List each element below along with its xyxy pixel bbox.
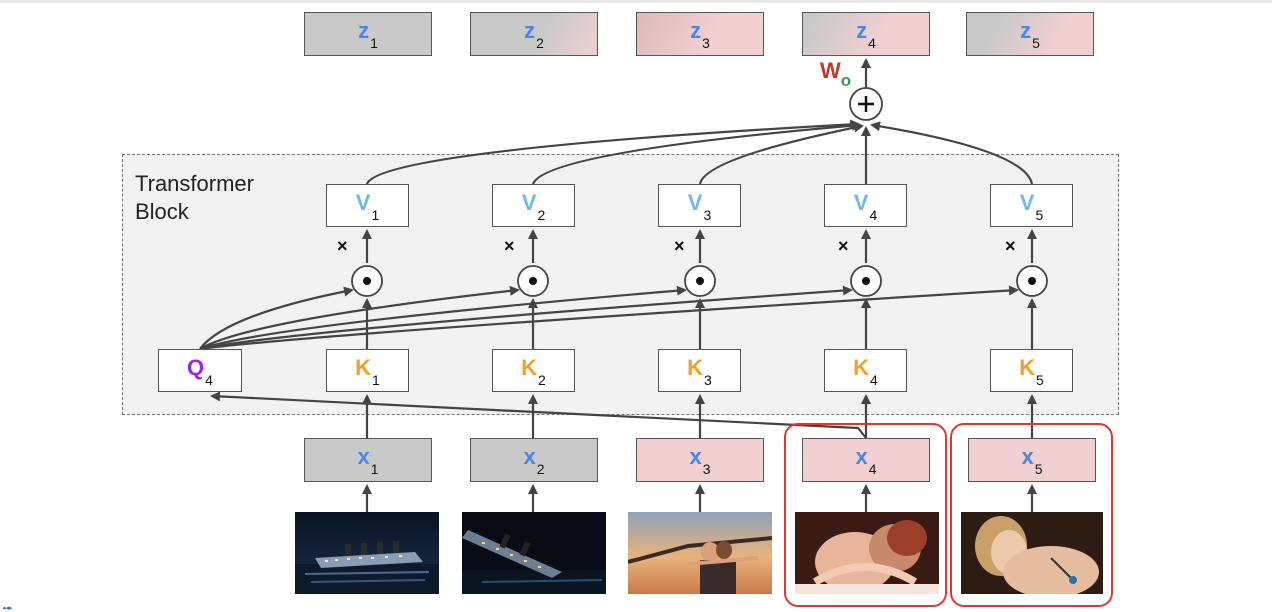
output-weight-label: Wo [820,58,851,90]
couple-bow-image [628,512,772,594]
key-subscript: 5 [1036,371,1044,388]
query-symbol: Q [187,354,205,380]
query-subscript: 4 [205,371,213,388]
output-symbol: z [358,18,370,43]
embrace-image [795,512,939,594]
value-subscript: 5 [1035,206,1044,223]
highlight-frame-4 [784,423,947,607]
key-symbol: K [355,354,372,380]
value-symbol: V [1019,189,1035,215]
transformer-block [122,154,1119,415]
input-subscript: 2 [536,461,545,477]
key-symbol: K [853,354,870,380]
output-symbol: z [856,18,868,43]
input-symbol: x [523,444,536,469]
value-subscript: 2 [537,206,546,223]
output-subscript: 2 [536,35,544,51]
top-divider [0,0,1272,3]
value-subscript: 1 [371,206,380,223]
multiply-sign-5: × [1005,236,1016,256]
ship-night-image [295,512,439,594]
input-subscript: 1 [370,461,379,477]
output-symbol: z [1020,18,1032,43]
key-subscript: 2 [538,371,546,388]
multiply-sign-3: × [674,236,685,256]
key-subscript: 3 [704,371,712,388]
input-symbol: x [689,444,702,469]
input-subscript: 4 [868,461,877,477]
corner-mark: ◂◂▸ [2,605,13,612]
input-symbol: x [357,444,370,469]
value-symbol: V [853,189,869,215]
value-symbol: V [687,189,703,215]
output-subscript: 3 [702,35,710,51]
input-symbol: x [1021,444,1034,469]
value-subscript: 3 [703,206,712,223]
input-subscript: 5 [1034,461,1043,477]
output-symbol: z [690,18,702,43]
block-title: Transformer Block [135,171,254,224]
output-symbol: z [524,18,536,43]
input-symbol: x [855,444,868,469]
output-subscript: 5 [1032,35,1040,51]
multiply-sign-1: × [337,236,348,256]
weight-symbol: W [820,58,841,83]
key-symbol: K [687,354,704,380]
multiply-sign-2: × [504,236,515,256]
highlight-frame-5 [950,423,1113,607]
weight-subscript: o [840,71,852,90]
output-subscript: 4 [868,35,876,51]
portrait-image [961,512,1103,594]
key-symbol: K [521,354,538,380]
value-symbol: V [355,189,371,215]
key-symbol: K [1019,354,1036,380]
input-subscript: 3 [702,461,711,477]
multiply-sign-4: × [838,236,849,256]
key-subscript: 4 [870,371,878,388]
output-subscript: 1 [370,35,378,51]
value-subscript: 4 [869,206,878,223]
value-symbol: V [521,189,537,215]
key-subscript: 1 [372,371,380,388]
sinking-ship-image [462,512,606,594]
